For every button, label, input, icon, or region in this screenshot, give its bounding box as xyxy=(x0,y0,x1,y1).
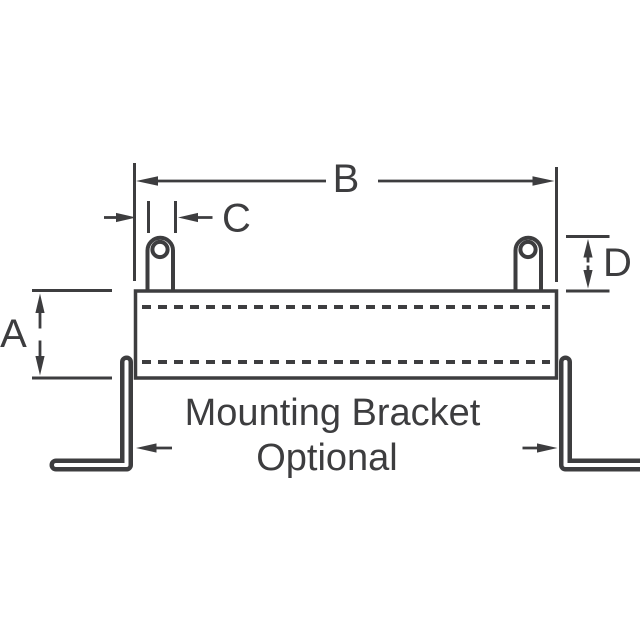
dim-a-label: A xyxy=(0,312,27,356)
bracket-pointer-left-group xyxy=(136,443,172,453)
dim-d-label: D xyxy=(603,241,632,285)
dimension-b: B xyxy=(136,157,555,201)
mounting-bracket-right xyxy=(559,355,640,472)
note-line-2: Optional xyxy=(256,437,398,479)
mounting-bracket-right-group xyxy=(559,355,640,472)
dim-d-arrow-down xyxy=(583,270,593,289)
mounting-bracket-left-core xyxy=(54,360,129,467)
note-line-1: Mounting Bracket xyxy=(185,392,481,434)
mounting-bracket-right-core xyxy=(563,360,640,467)
dim-b-arrowhead-left xyxy=(136,176,158,186)
bracket-pointer-left-arrowhead xyxy=(136,443,157,453)
dim-a-arrow-down xyxy=(35,356,45,376)
dim-d-arrow-up xyxy=(583,239,593,258)
dimension-a: A xyxy=(0,289,112,380)
dim-c-label: C xyxy=(222,197,251,241)
dimension-c: C xyxy=(104,197,251,241)
resistor-body-group xyxy=(133,289,559,380)
terminal-lug-right-group xyxy=(513,235,543,293)
mounting-bracket-left-group xyxy=(49,355,133,472)
note-group: Mounting Bracket Optional xyxy=(185,392,481,479)
dim-b-arrowhead-right xyxy=(532,176,555,186)
dim-c-arrowhead-left-pointing xyxy=(178,212,198,223)
bracket-pointer-right-arrowhead xyxy=(537,443,558,453)
dim-a-arrow-up xyxy=(35,293,45,313)
terminal-lug-left-group xyxy=(145,235,175,293)
terminal-hole-right xyxy=(518,239,538,260)
dimension-d: D xyxy=(566,235,632,293)
terminal-hole-left xyxy=(150,239,170,260)
dim-b-label: B xyxy=(333,157,360,201)
dim-c-arrowhead-right-pointing xyxy=(116,212,136,223)
bracket-pointer-right-group xyxy=(522,443,558,453)
body-outline xyxy=(133,289,559,380)
